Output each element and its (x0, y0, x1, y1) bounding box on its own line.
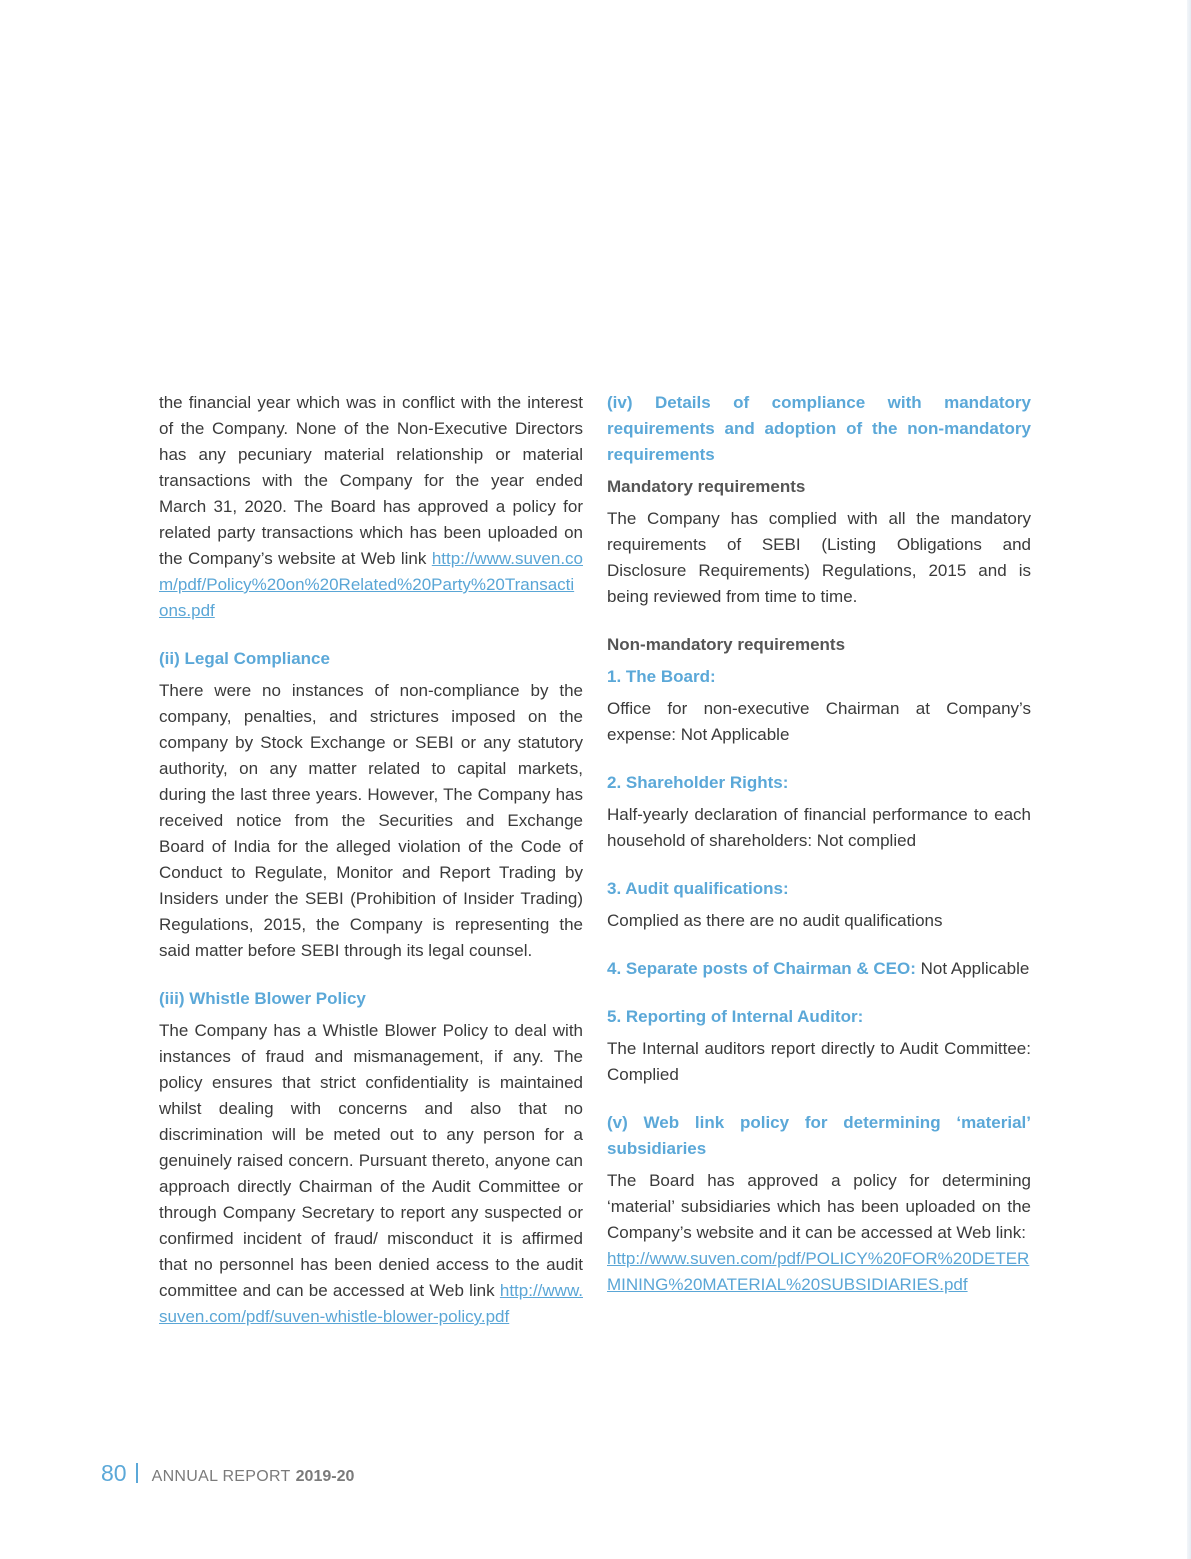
audit-qualifications-heading: 3. Audit qualifications: (607, 879, 789, 898)
related-party-policy-link[interactable]: http://www.suven.com/pdf/Policy%20on%20R… (159, 549, 583, 620)
mandatory-text: The Company has complied with all the ma… (607, 509, 1031, 606)
separate-posts-line: 4. Separate posts of Chairman & CEO: Not… (607, 956, 1031, 982)
left-column: the financial year which was in conflict… (159, 390, 583, 1330)
whistle-blower-text: The Company has a Whistle Blower Policy … (159, 1021, 583, 1300)
footer-label: ANNUAL REPORT (151, 1468, 291, 1485)
whistle-blower-paragraph: The Company has a Whistle Blower Policy … (159, 1018, 583, 1330)
separate-posts-heading: 4. Separate posts of Chairman & CEO: (607, 959, 916, 978)
right-column: (iv) Details of compliance with mandator… (607, 390, 1031, 1298)
shareholder-rights-heading: 2. Shareholder Rights: (607, 773, 789, 792)
page-number: 80 (101, 1460, 127, 1486)
intro-text: the financial year which was in conflict… (159, 393, 583, 568)
separate-posts-text: Not Applicable (920, 959, 1030, 978)
page-footer: 80 ANNUAL REPORT 2019-20 (101, 1460, 354, 1490)
compliance-heading: (iv) Details of compliance with mandator… (607, 393, 1031, 464)
whistle-blower-policy-link[interactable]: http://www.suven.com/pdf/suven-whistle-b… (159, 1281, 583, 1326)
page-edge (1187, 0, 1191, 1559)
internal-auditor-text: The Internal auditors report directly to… (607, 1039, 1031, 1084)
material-subsidiaries-text: The Board has approved a policy for dete… (607, 1171, 1031, 1242)
internal-auditor-heading: 5. Reporting of Internal Auditor: (607, 1007, 864, 1026)
legal-compliance-text: There were no instances of non-complianc… (159, 681, 583, 960)
material-subsidiaries-heading: (v) Web link policy for determining ‘mat… (607, 1113, 1031, 1158)
footer-year: 2019-20 (295, 1468, 355, 1485)
board-heading: 1. The Board: (607, 667, 716, 686)
whistle-blower-heading: (iii) Whistle Blower Policy (159, 989, 366, 1008)
mandatory-heading: Mandatory requirements (607, 477, 806, 496)
material-subsidiaries-policy-link[interactable]: http://www.suven.com/pdf/POLICY%20FOR%20… (607, 1249, 1030, 1294)
intro-paragraph: the financial year which was in conflict… (159, 390, 583, 624)
audit-qualifications-text: Complied as there are no audit qualifica… (607, 911, 943, 930)
board-text: Office for non-executive Chairman at Com… (607, 699, 1031, 744)
non-mandatory-heading: Non-mandatory requirements (607, 635, 846, 654)
material-subsidiaries-link-line: http://www.suven.com/pdf/POLICY%20FOR%20… (607, 1246, 1031, 1298)
shareholder-rights-text: Half-yearly declaration of financial per… (607, 805, 1031, 850)
footer-divider (135, 1463, 138, 1483)
legal-compliance-heading: (ii) Legal Compliance (159, 649, 330, 668)
